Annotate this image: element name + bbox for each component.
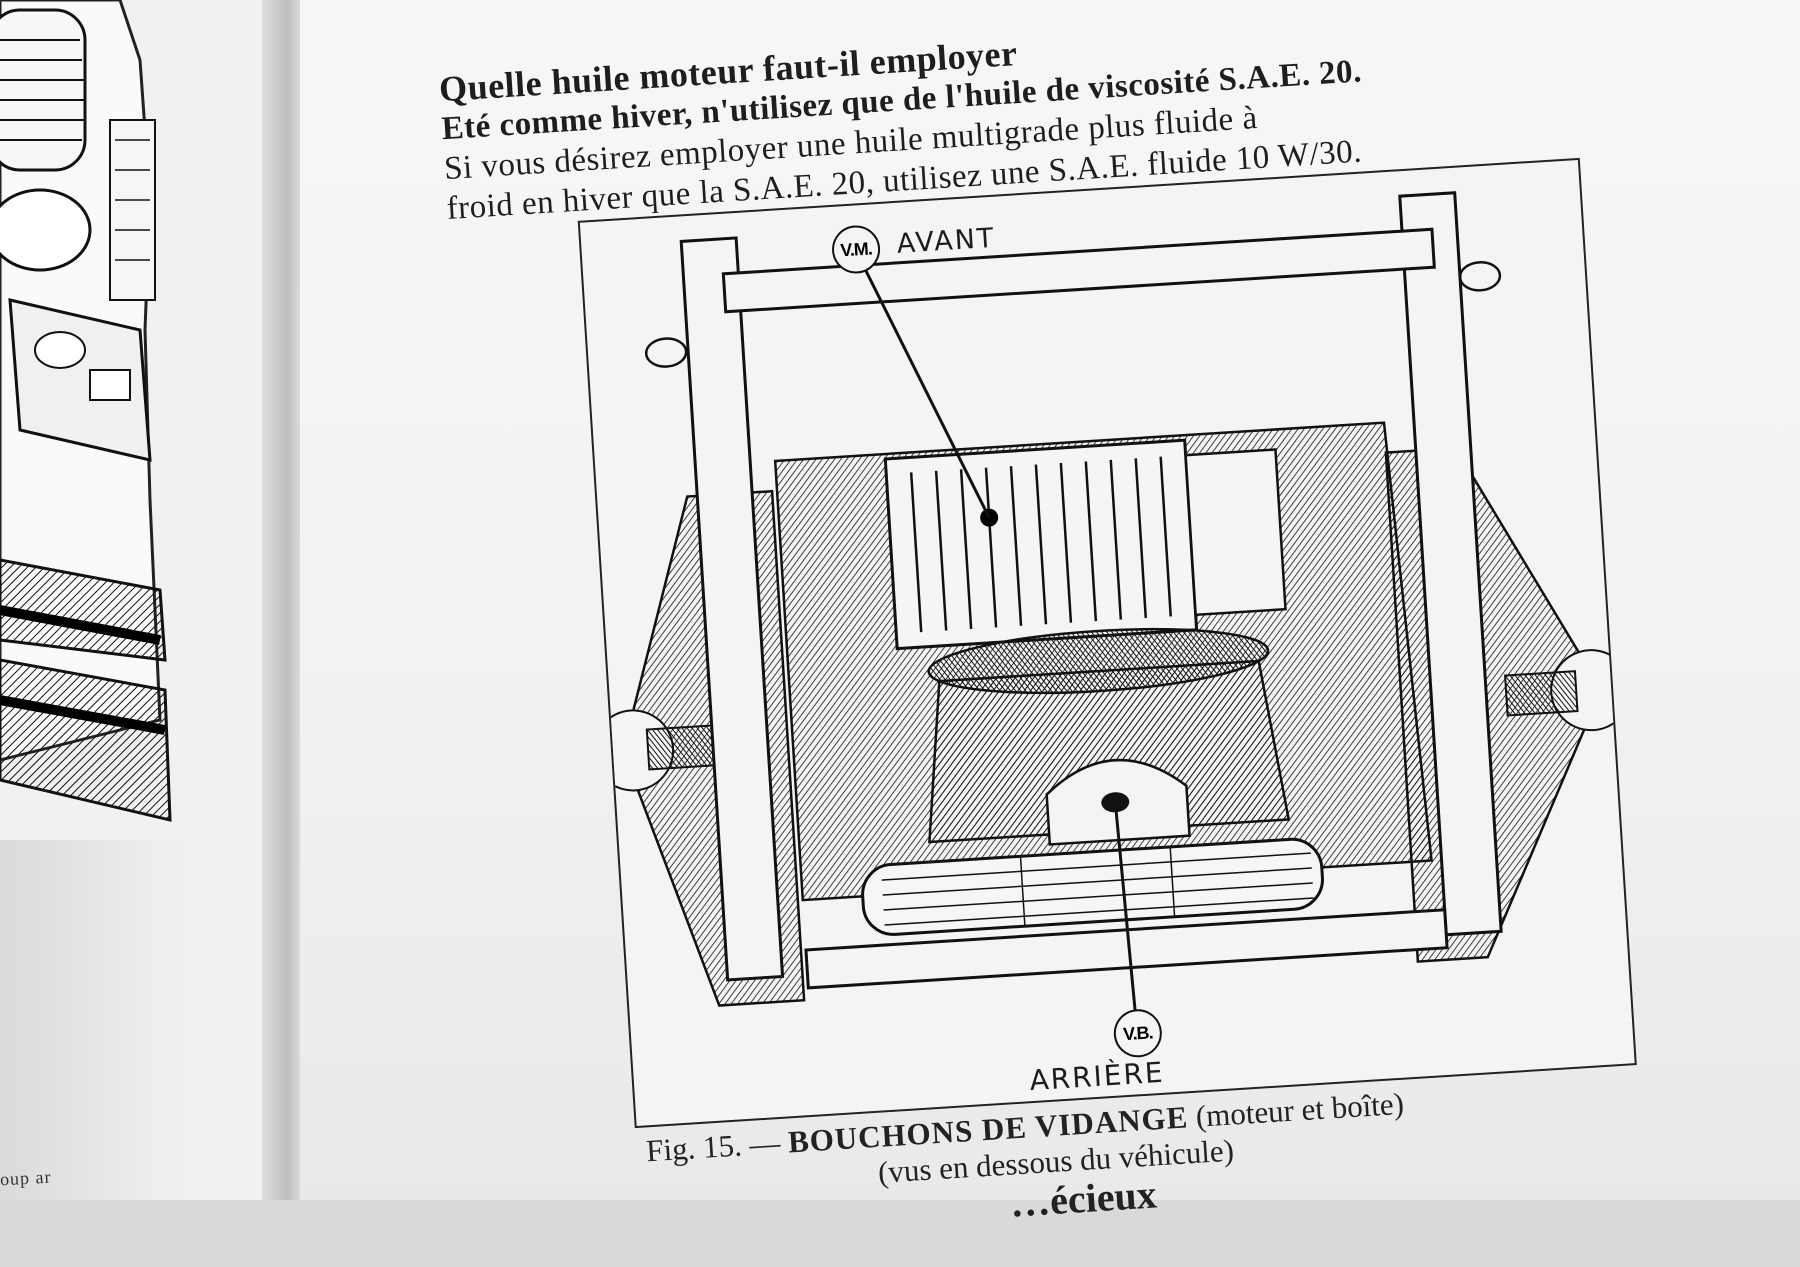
caption-number: Fig. 15. —	[645, 1124, 782, 1169]
left-page-illustration	[0, 0, 200, 840]
left-page: oup ar	[0, 0, 300, 1200]
rear-crossmember	[804, 908, 1449, 990]
exhaust-tube	[861, 837, 1324, 936]
gearbox	[928, 659, 1291, 844]
drain-plug-diagram	[592, 191, 1633, 1020]
gearbox-leader-line	[1113, 802, 1138, 1020]
next-section-heading-fragment: …écieux	[1008, 1171, 1158, 1226]
figure-15: V.M. V.B. AVANT ARRIÈRE	[577, 157, 1637, 1129]
front-crossmember	[721, 227, 1436, 314]
label-front: AVANT	[895, 222, 997, 260]
left-frame-rail	[679, 236, 785, 982]
right-frame-rail	[1398, 191, 1503, 937]
engine-leader-line	[861, 264, 991, 519]
